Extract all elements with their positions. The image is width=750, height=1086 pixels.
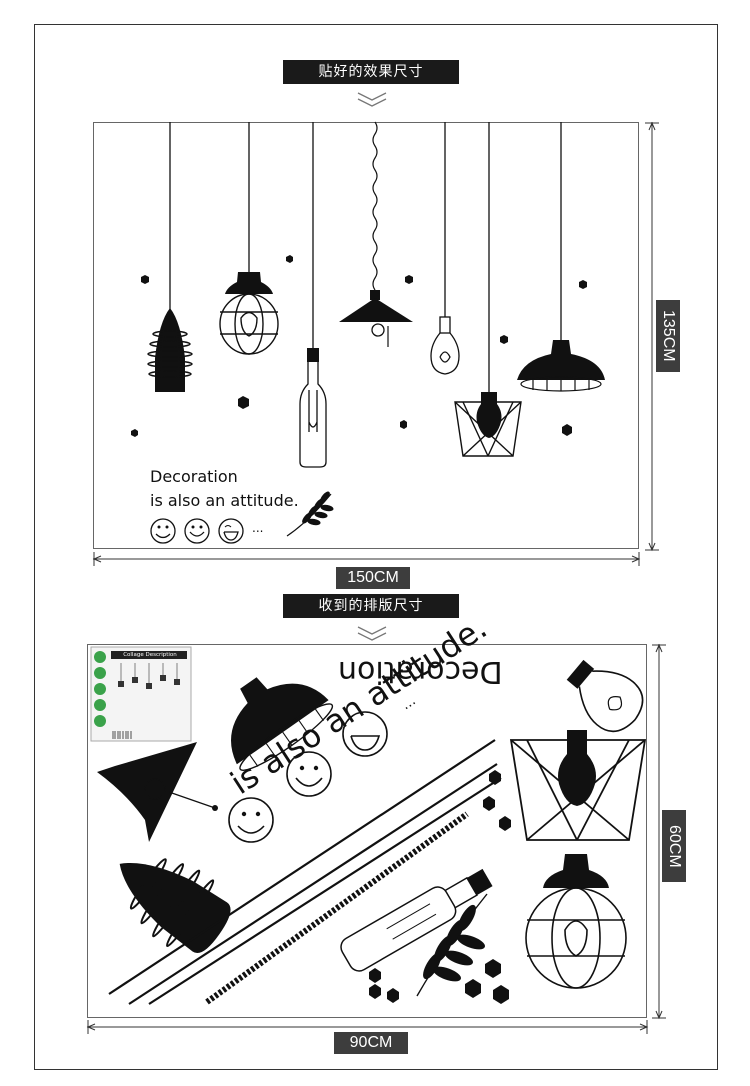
hanging-lamps-illustration [131,121,605,544]
height-label: 60CM [662,810,686,882]
bottom-banner: 收到的排版尺寸 [283,594,459,618]
height-label: 135CM [656,300,680,372]
chevron-down-icon [357,626,387,641]
top-banner: 贴好的效果尺寸 [283,60,459,84]
collage-description-card [90,646,192,742]
outer-frame [34,24,718,1070]
width-dimension-line [86,1020,649,1034]
height-dimension-line [645,121,659,552]
sticker-layout-illustration [97,659,647,1005]
width-dimension-line [92,552,641,566]
width-label: 150CM [336,567,410,589]
height-dimension-line [652,643,666,1020]
ellipsis: ... [252,521,264,535]
collage-card-title: Collage Description [123,652,177,658]
phrase-line-2: is also an attitude. [150,491,299,510]
width-label: 90CM [334,1032,408,1054]
chevron-down-icon [357,92,387,107]
phrase-line-1: Decoration [150,467,238,486]
